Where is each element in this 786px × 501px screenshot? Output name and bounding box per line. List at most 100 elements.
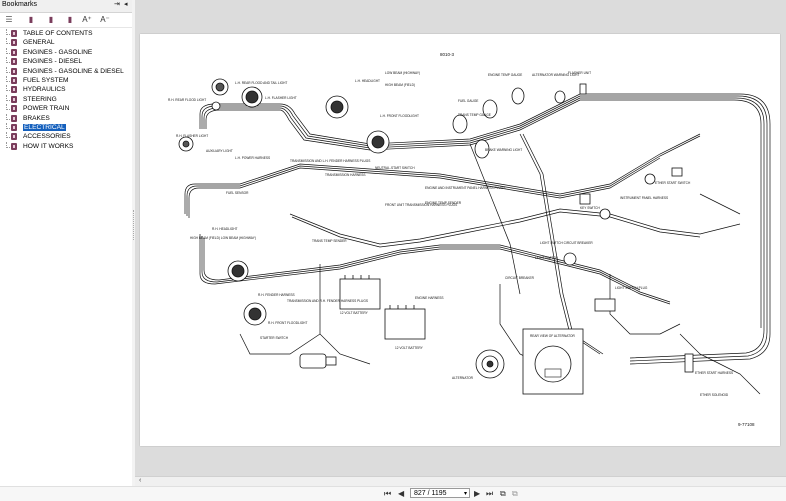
bookmark-icon [11, 123, 17, 131]
increase-font-icon[interactable]: A⁺ [82, 15, 92, 24]
diagram-label: TRANS TEMP SENDER [312, 239, 347, 243]
page-number-input[interactable]: 827 / 1195 ▾ [410, 488, 470, 498]
diagram-label: 12 VOLT BATTERY [340, 311, 369, 315]
bookmarks-panel: Bookmarks ⇥ ◂ ☰ ▮ ▮ ▮ A⁺ A⁻ TABLE OF CON… [0, 0, 133, 486]
bookmarks-toolbar: ☰ ▮ ▮ ▮ A⁺ A⁻ [0, 13, 132, 28]
bookmark-item[interactable]: FUEL SYSTEM [6, 75, 130, 85]
bookmark-icon [11, 95, 17, 103]
panel-splitter[interactable] [132, 0, 135, 486]
diagram-label: NEUTRAL-START SWITCH [375, 166, 415, 170]
diagram-label: BRAKE WARNING LIGHT [485, 148, 522, 152]
add-bookmark-icon[interactable]: ▮ [28, 15, 34, 24]
diagram-label: KEY SWITCH [580, 206, 600, 210]
diagram-label: ETHER START SWITCH [655, 181, 691, 185]
diagram-label: L.H. FRONT FLOODLIGHT [380, 114, 419, 118]
figure-code: 9-77108 [738, 422, 755, 427]
diagram-label: AUXILIARY LIGHT [206, 149, 233, 153]
diagram-label: 12 VOLT BATTERY [395, 346, 424, 350]
diagram-label: ETHER START HARNESS [695, 371, 733, 375]
collapse-panel-icon[interactable]: ◂ [124, 1, 128, 8]
diagram-label: ETHER SOLENOID [700, 393, 729, 397]
next-view-icon[interactable]: ⧉ [512, 489, 518, 498]
diagram-label: L.H. FLASHER LIGHT [265, 96, 297, 100]
diagram-label: R.H. FLASHER LIGHT [176, 134, 208, 138]
diagram-label: LIGHT SWITCH [535, 256, 558, 260]
diagram-label: CIRCUIT BREAKER [505, 276, 535, 280]
splitter-grip[interactable] [133, 210, 135, 240]
bookmark-item[interactable]: HYDRAULICS [6, 85, 130, 94]
bookmark-item[interactable]: ENGINES - GASOLINE [6, 47, 130, 57]
bookmark-options-icon[interactable]: ☰ [5, 15, 13, 24]
bookmark-icon [11, 39, 17, 47]
diagram-label: FUEL SENSOR [226, 191, 249, 195]
pin-icon[interactable]: ⇥ [114, 1, 120, 8]
diagram-label: ENGINE AND INSTRUMENT PANEL HARNESS PLUG… [425, 186, 505, 190]
diagram-label: R.H. FENDER HARNESS [258, 293, 295, 297]
diagram-label: STARTER SWITCH [260, 336, 289, 340]
previous-view-icon[interactable]: ⧉ [500, 489, 506, 498]
bookmark-list: TABLE OF CONTENTS GENERAL ENGINES - GASO… [6, 29, 130, 151]
diagram-label: FLASHER UNIT [568, 71, 591, 75]
diagram-label: R.H. FRONT FLOODLIGHT [268, 321, 307, 325]
bookmark-item-selected[interactable]: ELECTRICAL [6, 122, 130, 132]
diagram-label: ENGINE HARNESS [415, 296, 444, 300]
bookmark-item[interactable]: TABLE OF CONTENTS [6, 29, 130, 38]
diagram-label: R.H. HEADLIGHT [212, 227, 238, 231]
bookmark-icon [11, 76, 17, 84]
last-page-icon[interactable]: ⏭ [486, 489, 494, 498]
bookmark-item[interactable]: ENGINES - DIESEL [6, 57, 130, 66]
diagram-label: FUEL GAUGE [458, 99, 478, 103]
bookmarks-title: Bookmarks [2, 1, 38, 8]
diagram-label: R.H. REAR FLOOD LIGHT [168, 98, 206, 102]
decrease-font-icon[interactable]: A⁻ [100, 15, 110, 24]
bookmark-icon [11, 48, 17, 56]
diagram-label: INSTRUMENT PANEL HARNESS [620, 196, 668, 200]
document-page: 8010-3 9-77108 L.H. REAR FLOOD AND TAIL … [140, 34, 780, 446]
diagram-label: FRONT UNIT TRANSMISSION HARNESS PLUGS [385, 203, 457, 207]
diagram-label: LIGHT SWITCH PLUG [615, 286, 648, 290]
first-page-icon[interactable]: ⏮ [384, 489, 392, 498]
bookmark-icon [11, 67, 17, 75]
diagram-label: LIGHT SWITCH CIRCUIT BREAKER [540, 241, 593, 245]
diagram-label: REAR VIEW OF ALTERNATOR [530, 334, 576, 338]
figure-number: 8010-3 [440, 52, 455, 57]
diagram-label: ENGINE TEMP GAUGE [488, 73, 522, 77]
bookmark-item[interactable]: ACCESSORIES [6, 132, 130, 141]
diagram-label: ALTERNATOR WARNING LIGHT [532, 73, 579, 77]
previous-page-icon[interactable]: ◀ [398, 489, 405, 498]
wiring-diagram: 8010-3 9-77108 L.H. REAR FLOOD AND TAIL … [168, 52, 771, 427]
diagram-label: ALTERNATOR [452, 376, 474, 380]
diagram-label: LOW BEAM (HIGHWAY) [385, 71, 420, 75]
expand-bookmark-icon[interactable]: ▮ [48, 15, 54, 24]
diagram-label: TRANSMISSION HARNESS [325, 173, 366, 177]
diagram-label: L.H. HEADLIGHT [355, 79, 380, 83]
bookmarks-header: Bookmarks ⇥ ◂ [0, 0, 132, 13]
document-viewer[interactable]: 8010-3 9-77108 L.H. REAR FLOOD AND TAIL … [135, 0, 786, 476]
bookmark-icon [11, 30, 17, 37]
bookmark-item[interactable]: HOW IT WORKS [6, 141, 130, 151]
bookmark-item[interactable]: ENGINES - GASOLINE & DIESEL [6, 66, 130, 76]
next-page-icon[interactable]: ▶ [474, 489, 481, 498]
delete-bookmark-icon[interactable]: ▮ [67, 15, 73, 24]
bookmark-icon [11, 133, 17, 141]
bookmark-item[interactable]: BRAKES [6, 113, 130, 123]
diagram-label: TRANSMISSION AND R.H. FENDER HARNESS PLU… [287, 299, 368, 303]
diagram-label: TRANSMISSION AND L.H. FENDER HARNESS PLU… [290, 159, 370, 163]
bookmark-item[interactable]: GENERAL [6, 38, 130, 47]
page-navigation-bar: ⏮ ◀ 827 / 1195 ▾ ▶ ⏭ ⧉ ⧉ [0, 486, 786, 501]
diagram-label: HIGH BEAM (FIELD) [385, 83, 415, 87]
diagram-label: L.H. POWER HARNESS [235, 156, 270, 160]
scroll-left-icon[interactable]: ‹ [139, 477, 142, 484]
chevron-down-icon[interactable]: ▾ [463, 491, 467, 497]
bookmark-icon [11, 105, 17, 113]
bookmark-icon [11, 142, 17, 150]
horizontal-scrollbar[interactable]: ‹ [135, 476, 786, 486]
diagram-label: ENGINE TEMP SENDER [425, 201, 462, 205]
bookmark-icon [11, 86, 17, 94]
diagram-label: HIGH BEAM (FIELD) LOW BEAM (HIGHWAY) [190, 236, 256, 240]
bookmark-icon [11, 58, 17, 66]
bookmark-item[interactable]: STEERING [6, 94, 130, 104]
bookmark-item[interactable]: POWER TRAIN [6, 104, 130, 113]
bookmark-icon [11, 114, 17, 122]
diagram-label: L.H. REAR FLOOD AND TAIL LIGHT [235, 81, 287, 85]
